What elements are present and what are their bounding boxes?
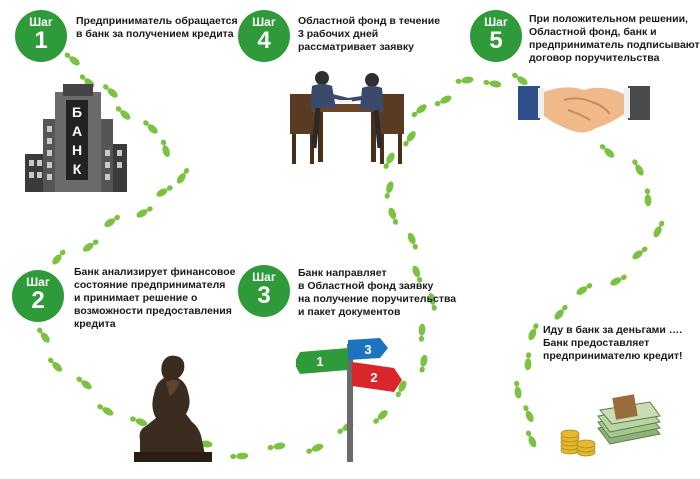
footprint-32 bbox=[407, 232, 418, 250]
bank-sign-letter-1: Б bbox=[72, 104, 82, 120]
signpost-label-2: 2 bbox=[370, 370, 377, 385]
step-4-badge-word: Шаг bbox=[252, 15, 276, 29]
bank-sign-letter-2: А bbox=[72, 123, 82, 139]
bank-building-icon: Б А Н К bbox=[25, 84, 127, 192]
footprint-30 bbox=[428, 293, 437, 311]
footprint-12 bbox=[52, 249, 66, 265]
bank-sign-letter-4: К bbox=[73, 161, 82, 177]
step-4-badge: Шаг 4 bbox=[238, 10, 290, 62]
step-2-badge-word: Шаг bbox=[26, 275, 50, 289]
step-5-badge-word: Шаг bbox=[484, 15, 508, 29]
footprint-54 bbox=[525, 430, 537, 448]
footprint-41 bbox=[512, 72, 528, 86]
footprint-24 bbox=[306, 443, 324, 454]
step-4-text: Областной фонд в течение 3 рабочих дней … bbox=[298, 15, 441, 53]
step-4-number: 4 bbox=[257, 27, 271, 54]
signpost-label-1: 1 bbox=[316, 354, 323, 369]
step-3-badge: Шаг 3 bbox=[238, 265, 290, 317]
money-stack-icon bbox=[560, 394, 661, 457]
step-2-badge: Шаг 2 bbox=[12, 270, 64, 322]
footprint-37 bbox=[411, 104, 427, 118]
footprint-40 bbox=[483, 79, 502, 88]
footprint-51 bbox=[524, 352, 532, 371]
footprint-28 bbox=[419, 354, 428, 373]
bank-sign-letter-3: Н bbox=[72, 142, 82, 158]
step-5-badge: Шаг 5 bbox=[470, 10, 522, 62]
step-1-text: Предприниматель обращается в банк за пол… bbox=[76, 15, 238, 40]
step-3-text: Банк направляет в Областной фонд заявку … bbox=[298, 267, 457, 318]
footprint-29 bbox=[418, 323, 426, 342]
footprint-22 bbox=[230, 452, 249, 460]
footprint-16 bbox=[48, 357, 63, 372]
footprint-10 bbox=[104, 214, 120, 228]
step-5-number: 5 bbox=[489, 27, 503, 54]
footprint-42 bbox=[599, 144, 615, 158]
footprint-7 bbox=[176, 168, 190, 184]
step-3-number: 3 bbox=[257, 282, 271, 309]
footprint-11 bbox=[82, 239, 99, 252]
step-3-badge-word: Шаг bbox=[252, 270, 276, 284]
footprint-18 bbox=[97, 404, 114, 416]
thinker-statue-icon bbox=[134, 355, 212, 462]
footprint-6 bbox=[160, 139, 170, 157]
meeting-table-icon bbox=[290, 71, 404, 164]
footprint-5 bbox=[143, 120, 158, 134]
footprint-27 bbox=[395, 380, 407, 398]
step-2-text: Банк анализирует финансовое состояние пр… bbox=[74, 266, 236, 330]
final-credit-text: Иду в банк за деньгами …. Банк предостав… bbox=[543, 324, 683, 362]
step-1-number: 1 bbox=[34, 27, 48, 54]
step-2-number: 2 bbox=[31, 287, 45, 314]
footprint-19 bbox=[130, 416, 148, 427]
footprint-38 bbox=[434, 95, 452, 107]
footprint-1 bbox=[64, 52, 80, 66]
footprint-39 bbox=[455, 76, 474, 84]
step-1-badge: Шаг 1 bbox=[15, 10, 67, 62]
footprint-3 bbox=[103, 84, 118, 98]
footprint-23 bbox=[267, 442, 286, 451]
footprint-17 bbox=[76, 376, 92, 390]
footprint-47 bbox=[610, 274, 627, 286]
signpost-icon: 1 3 2 bbox=[296, 338, 402, 462]
signpost-label-3: 3 bbox=[364, 342, 371, 357]
footprint-49 bbox=[554, 304, 568, 320]
step-5-text: При положительном решении, Областной фон… bbox=[529, 13, 700, 64]
footprint-46 bbox=[632, 246, 648, 260]
footprint-15 bbox=[37, 327, 50, 343]
footprint-44 bbox=[644, 188, 652, 207]
footprint-8 bbox=[156, 185, 173, 197]
footprint-52 bbox=[514, 380, 522, 399]
footprint-36 bbox=[403, 131, 416, 147]
footprint-45 bbox=[653, 220, 665, 238]
footprint-4 bbox=[115, 106, 131, 120]
footprint-35 bbox=[383, 152, 395, 169]
step-1-badge-word: Шаг bbox=[29, 15, 53, 29]
handshake-icon bbox=[518, 86, 650, 133]
footprint-33 bbox=[388, 207, 399, 225]
footprint-26 bbox=[373, 410, 388, 424]
footprint-43 bbox=[632, 159, 644, 176]
footprint-9 bbox=[136, 206, 153, 218]
footprint-31 bbox=[412, 265, 423, 283]
footprint-50 bbox=[528, 323, 539, 341]
footprint-48 bbox=[576, 283, 593, 295]
footprint-34 bbox=[384, 181, 394, 199]
footprint-53 bbox=[523, 405, 534, 422]
